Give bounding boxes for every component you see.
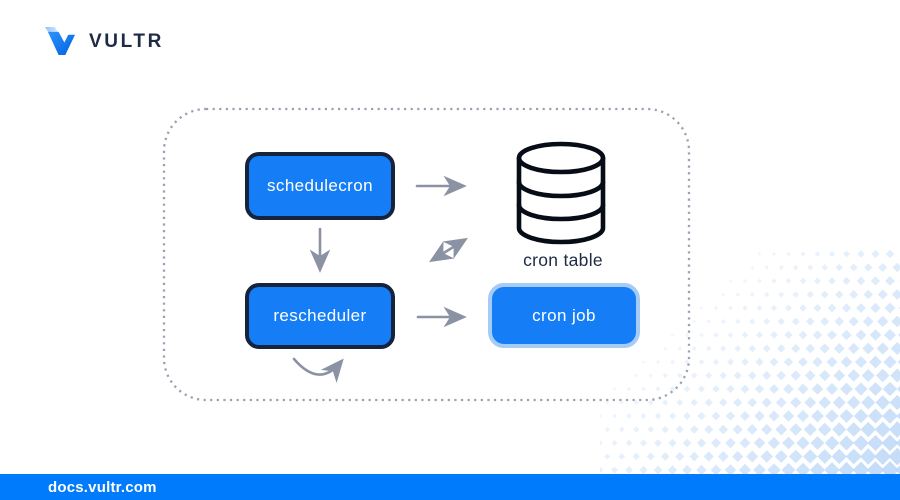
node-schedulecron-label: schedulecron: [267, 176, 373, 195]
node-rescheduler-label: rescheduler: [273, 306, 367, 325]
node-cron-job-label: cron job: [532, 305, 596, 325]
node-cron-job: cron job: [488, 283, 640, 348]
brand-header: VULTR: [45, 27, 164, 56]
diamond-halftone-pattern: [600, 250, 900, 474]
database-icon: [516, 141, 606, 245]
footer-bar: docs.vultr.com: [0, 474, 900, 500]
footer-url: docs.vultr.com: [48, 478, 157, 496]
cron-table-label: cron table: [523, 250, 603, 270]
brand-wordmark: VULTR: [89, 31, 164, 52]
node-schedulecron: schedulecron: [245, 152, 395, 220]
edge-rescheduler-crontable-double-arrow: [429, 237, 468, 263]
node-rescheduler: rescheduler: [245, 283, 395, 349]
vultr-logo-icon: [45, 27, 75, 56]
edge-rescheduler-self-loop-arrow: [292, 357, 344, 384]
